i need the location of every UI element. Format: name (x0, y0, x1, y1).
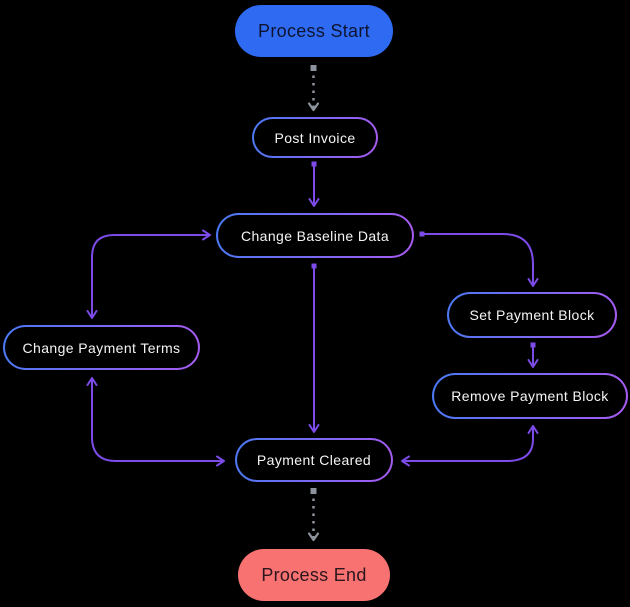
edge-remove-payment-block-payment-cleared-bidirectional (401, 425, 539, 467)
node-payment-cleared[interactable]: Payment Cleared (235, 438, 393, 482)
node-change-payment-terms[interactable]: Change Payment Terms (3, 325, 200, 370)
edge-change-payment-terms-payment-cleared-bidirectional (86, 377, 225, 467)
node-post-invoice-label: Post Invoice (274, 129, 356, 146)
node-change-baseline-data[interactable]: Change Baseline Data (216, 213, 414, 258)
node-change-baseline-data-label: Change Baseline Data (240, 227, 390, 244)
node-process-start[interactable]: Process Start (235, 5, 393, 57)
edge-change-baseline-data-to-set-payment-block (419, 231, 539, 287)
node-process-start-label: Process Start (258, 20, 370, 41)
node-remove-payment-block-label: Remove Payment Block (451, 388, 609, 404)
node-set-payment-block-label: Set Payment Block (469, 307, 595, 323)
edge-change-baseline-data-change-payment-terms-bidirectional (86, 229, 211, 319)
node-process-end-label: Process End (261, 564, 367, 585)
node-payment-cleared-label: Payment Cleared (256, 452, 372, 468)
node-remove-payment-block[interactable]: Remove Payment Block (432, 373, 628, 419)
node-change-payment-terms-label: Change Payment Terms (22, 339, 181, 356)
node-post-invoice[interactable]: Post Invoice (252, 117, 378, 158)
node-process-end[interactable]: Process End (238, 549, 390, 601)
node-set-payment-block[interactable]: Set Payment Block (447, 292, 617, 338)
